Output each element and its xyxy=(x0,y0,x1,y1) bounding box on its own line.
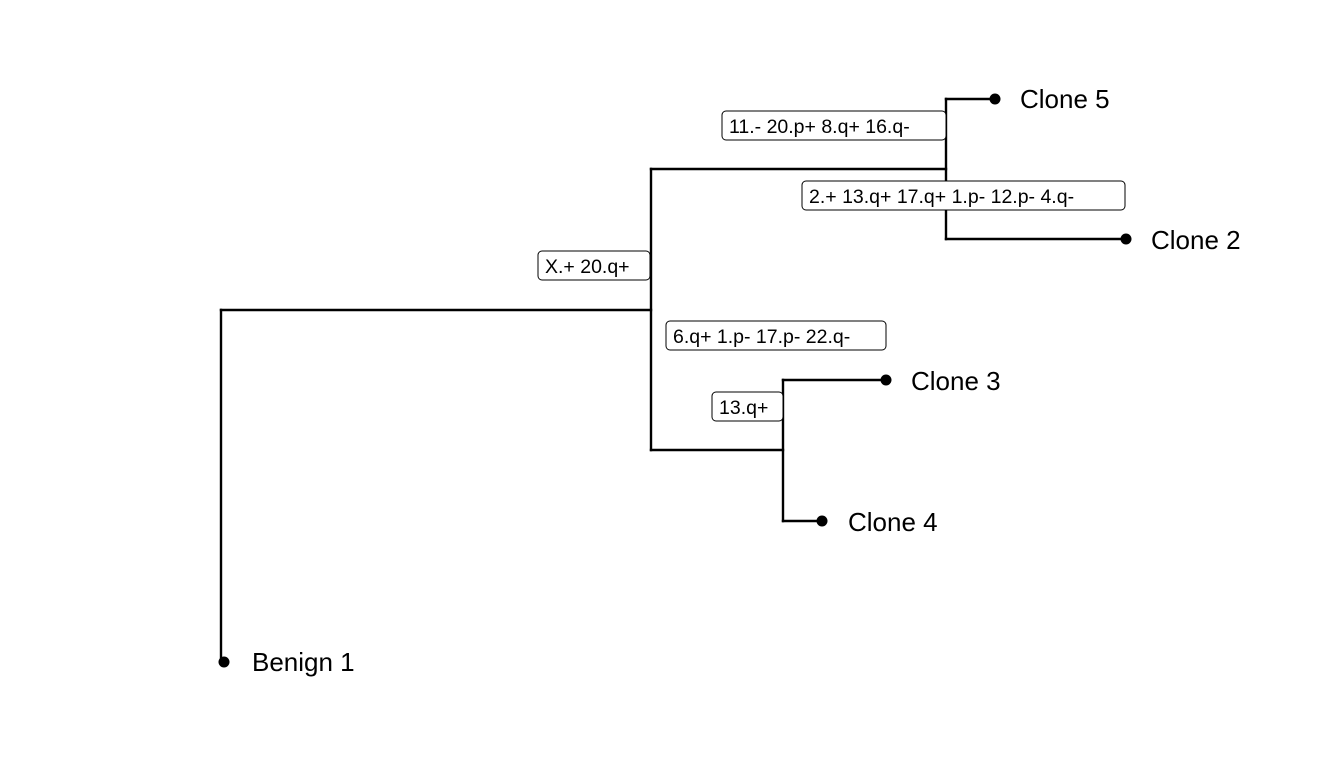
tip-label-benign1: Benign 1 xyxy=(252,647,355,677)
edge-label-lower: 6.q+ 1.p- 17.p- 22.q- xyxy=(665,320,887,351)
edge-labels: X.+ 20.q+ 11.- 20.p+ 8.q+ 16.q- 2.+ 13.q… xyxy=(537,110,1126,422)
edge-label-clone3-box xyxy=(711,391,784,422)
tip-label-clone4: Clone 4 xyxy=(848,507,938,537)
branches xyxy=(219,97,1128,664)
tip-point-clone2 xyxy=(1120,233,1132,245)
edge-label-x20q-box xyxy=(537,250,651,281)
edge-label-lower-text: 6.q+ 1.p- 17.p- 22.q- xyxy=(673,326,850,348)
edge-label-clone2: 2.+ 13.q+ 17.q+ 1.p- 12.p- 4.q- xyxy=(801,180,1126,211)
edge-label-x20q-text: X.+ 20.q+ xyxy=(545,256,630,278)
edge-label-clone5-text: 11.- 20.p+ 8.q+ 16.q- xyxy=(729,116,910,138)
tip-point-benign1 xyxy=(218,656,230,668)
edge-label-clone2-box xyxy=(801,180,1126,211)
edge-label-x20q: X.+ 20.q+ xyxy=(537,250,651,281)
edge-label-clone3: 13.q+ xyxy=(711,391,784,422)
tip-label-clone2: Clone 2 xyxy=(1151,225,1241,255)
tip-label-clone3: Clone 3 xyxy=(911,366,1001,396)
edge-label-clone5: 11.- 20.p+ 8.q+ 16.q- xyxy=(721,110,947,141)
edge-label-lower-box xyxy=(665,320,887,351)
edge-label-clone3-text: 13.q+ xyxy=(719,397,768,419)
tip-point-clone4 xyxy=(816,515,828,527)
tip-labels: Benign 1 Clone 5 Clone 2 Clone 3 Clone 4 xyxy=(252,84,1241,677)
tip-points xyxy=(218,93,1132,668)
edge-label-clone5-box xyxy=(721,110,947,141)
edge-label-clone2-text: 2.+ 13.q+ 17.q+ 1.p- 12.p- 4.q- xyxy=(809,186,1074,208)
tip-point-clone3 xyxy=(880,374,892,386)
tip-point-clone5 xyxy=(989,93,1001,105)
tip-label-clone5: Clone 5 xyxy=(1020,84,1110,114)
